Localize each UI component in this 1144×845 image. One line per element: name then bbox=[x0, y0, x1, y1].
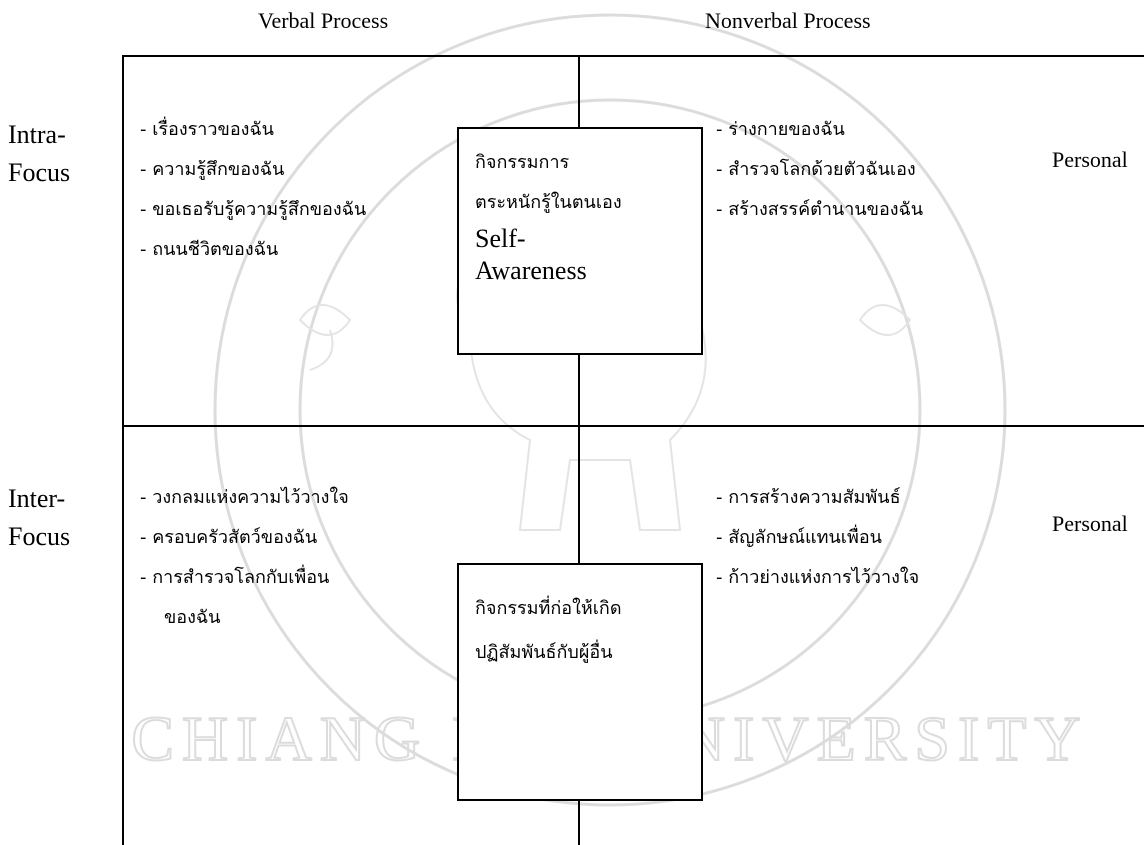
list-item: - ความรู้สึกของฉัน bbox=[140, 159, 285, 180]
row-header-inter-line1: Inter- bbox=[8, 484, 66, 513]
list-item: - สร้างสรรค์ตำนานของฉัน bbox=[716, 199, 924, 220]
center-box-english-line2: Awareness bbox=[475, 256, 587, 285]
row-header-inter-focus: Inter- Focus bbox=[8, 480, 70, 556]
column-header-nonverbal: Nonverbal Process bbox=[705, 8, 871, 33]
list-item: - สัญลักษณ์แทนเพื่อน bbox=[716, 527, 882, 548]
list-item: - ถนนชีวิตของฉัน bbox=[140, 239, 279, 260]
list-item: - การสำรวจโลกกับเพื่อน bbox=[140, 567, 330, 588]
list-item: - การสร้างความสัมพันธ์ bbox=[716, 487, 901, 508]
center-box-thai-line2: ปฏิสัมพันธ์กับผู้อื่น bbox=[475, 642, 613, 663]
quadrant-grid bbox=[122, 55, 1144, 845]
cell-intra-nonverbal: - ร่างกายของฉัน - สำรวจโลกด้วยตัวฉันเอง … bbox=[716, 110, 923, 230]
cell-inter-verbal: - วงกลมแห่งความไว้วางใจ - ครอบครัวสัตว์ข… bbox=[140, 478, 349, 638]
list-item: - ก้าวย่างแห่งการไว้วางใจ bbox=[716, 567, 920, 588]
list-item: - ขอเธอรับรู้ความรู้สึกของฉัน bbox=[140, 199, 367, 220]
center-box-thai-line2: ตระหนักรู้ในตนเอง bbox=[475, 192, 622, 213]
row-header-intra-line2: Focus bbox=[8, 158, 71, 187]
row-header-inter-line2: Focus bbox=[8, 522, 71, 551]
column-header-verbal: Verbal Process bbox=[258, 8, 389, 33]
list-item: - เรื่องราวของฉัน bbox=[140, 119, 274, 140]
center-box-thai-line1: กิจกรรมการ bbox=[475, 152, 570, 173]
side-label-top: Personal bbox=[1052, 147, 1128, 172]
center-box-interaction: กิจกรรมที่ก่อให้เกิด ปฏิสัมพันธ์กับผู้อื… bbox=[457, 563, 703, 801]
row-header-intra-line1: Intra- bbox=[8, 120, 66, 149]
cell-inter-nonverbal: - การสร้างความสัมพันธ์ - สัญลักษณ์แทนเพื… bbox=[716, 478, 919, 598]
list-item: - สำรวจโลกด้วยตัวฉันเอง bbox=[716, 159, 916, 180]
center-box-thai-line1: กิจกรรมที่ก่อให้เกิด bbox=[475, 598, 622, 619]
row-header-intra-focus: Intra- Focus bbox=[8, 116, 70, 192]
cell-intra-verbal: - เรื่องราวของฉัน - ความรู้สึกของฉัน - ข… bbox=[140, 110, 366, 270]
side-label-bottom: Personal bbox=[1052, 511, 1128, 536]
list-item: ของฉัน bbox=[164, 607, 221, 628]
list-item: - วงกลมแห่งความไว้วางใจ bbox=[140, 487, 349, 508]
list-item: - ร่างกายของฉัน bbox=[716, 119, 845, 140]
list-item: - ครอบครัวสัตว์ของฉัน bbox=[140, 527, 318, 548]
horizontal-divider bbox=[122, 425, 1144, 427]
vertical-divider bbox=[578, 55, 580, 845]
center-box-self-awareness: กิจกรรมการ ตระหนักรู้ในตนเอง Self- Aware… bbox=[457, 127, 703, 355]
center-box-english-line1: Self- bbox=[475, 224, 526, 253]
